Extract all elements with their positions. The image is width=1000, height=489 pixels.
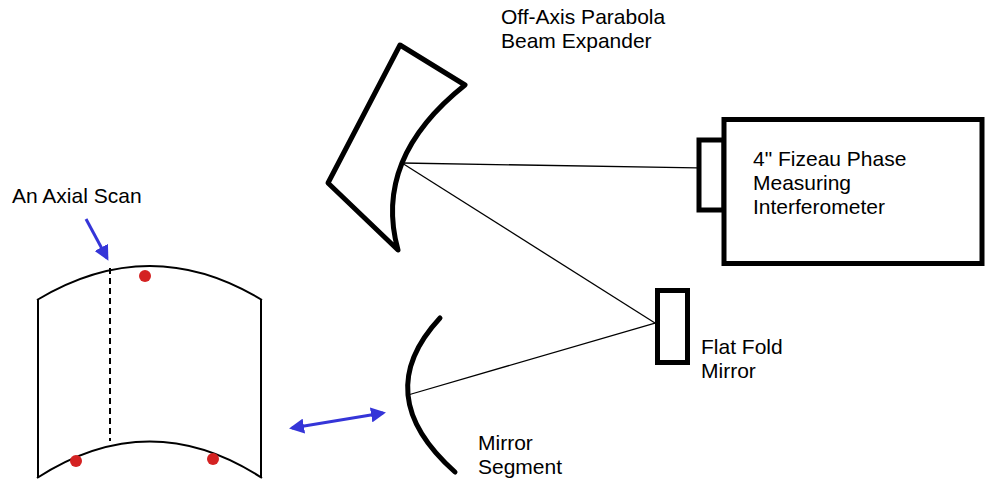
support-dot	[139, 270, 151, 282]
cylinder-surface	[37, 266, 262, 478]
node-label: Mirror Segment	[478, 431, 578, 479]
shape-outline	[400, 315, 460, 475]
pointer-arrow	[86, 219, 107, 258]
shape-outline	[325, 40, 470, 260]
parabola-mirror: Off-Axis Parabola Beam Expander	[325, 40, 470, 260]
node-label: Off-Axis Parabola Beam Expander	[501, 5, 701, 53]
light-beam	[402, 163, 697, 168]
scan-line	[109, 268, 111, 441]
shape-outline	[655, 288, 690, 365]
correspondence-arrow	[292, 413, 383, 428]
light-beam	[408, 323, 655, 395]
support-dot	[70, 455, 82, 467]
figure-label: An Axial Scan	[12, 184, 142, 208]
interferometer-box: 4" Fizeau Phase Measuring Interferometer	[697, 117, 985, 266]
node-label: Flat Fold Mirror	[701, 335, 826, 383]
mirror-segment: Mirror Segment	[400, 315, 460, 475]
fold-mirror: Flat Fold Mirror	[655, 288, 690, 365]
node-label: 4" Fizeau Phase Measuring Interferometer	[753, 147, 931, 219]
support-dot	[207, 453, 219, 465]
light-beam	[402, 163, 655, 323]
